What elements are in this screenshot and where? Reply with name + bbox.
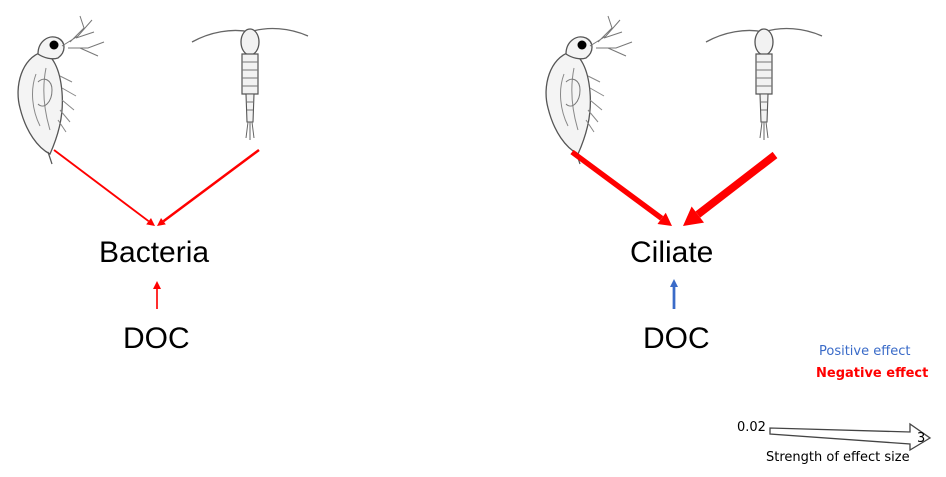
effect-arrowhead-doc-ciliate (670, 279, 678, 287)
legend-positive-effect: Positive effect (819, 344, 910, 359)
copepod-icon (192, 29, 308, 140)
copepod-icon (706, 29, 822, 140)
effect-arrow-daphnia-ciliate (572, 152, 662, 218)
ciliate-node-label: Ciliate (630, 236, 713, 270)
doc-driver-label-right: DOC (643, 322, 710, 356)
effect-strength-scale-arrow (770, 424, 930, 450)
doc-driver-label-left: DOC (123, 322, 190, 356)
effect-arrow-copepod-bacteria (163, 150, 259, 221)
legend-negative-effect: Negative effect (816, 366, 928, 381)
daphnia-icon (18, 16, 104, 164)
scale-min-label: 0.02 (737, 420, 766, 435)
effect-arrow-copepod-ciliate (698, 155, 775, 215)
effect-arrows (54, 150, 775, 309)
effect-arrowhead-daphnia-bacteria (146, 218, 155, 226)
bacteria-node-label: Bacteria (99, 236, 209, 270)
scale-max-label: 3 (917, 431, 925, 446)
effect-arrowhead-doc-bacteria (153, 281, 161, 289)
daphnia-icon (546, 16, 632, 164)
effect-arrow-daphnia-bacteria (54, 150, 149, 221)
scale-caption: Strength of effect size (766, 450, 910, 465)
